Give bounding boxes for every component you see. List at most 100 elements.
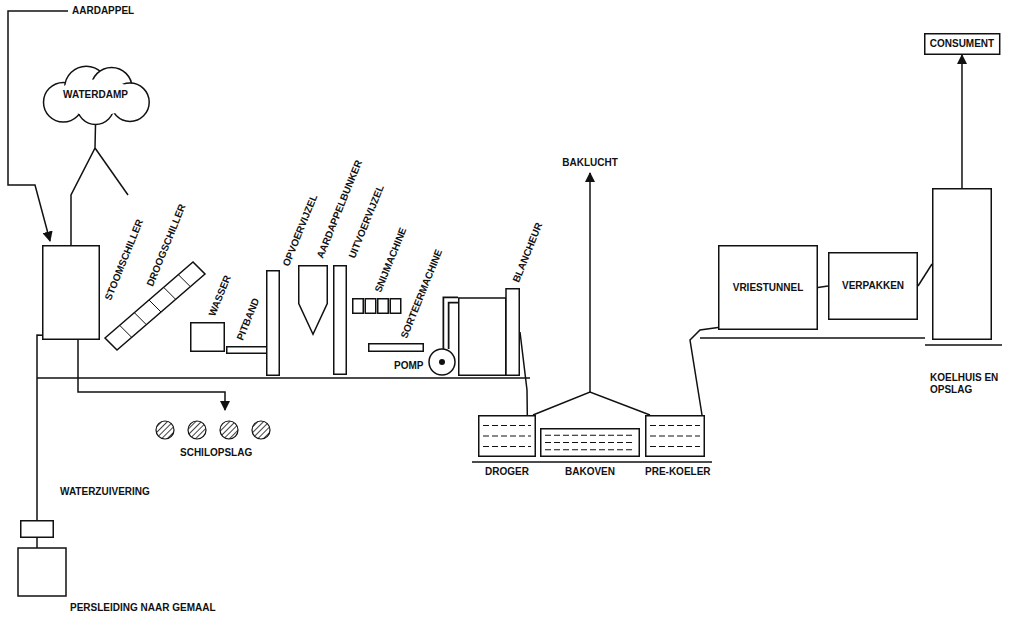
cutting-machine-outline [352, 298, 404, 314]
drum-rib [120, 325, 132, 337]
flow-line [37, 335, 42, 520]
steam-line [95, 148, 128, 195]
blancher: BLANCHEUR [458, 288, 520, 376]
cutter-unit [353, 299, 364, 314]
freezer-base [700, 337, 925, 339]
exhaust-label: BAKLUCHT [562, 157, 618, 169]
peel-storage-silo [156, 421, 174, 439]
pumping-box [18, 548, 66, 596]
blancher-tank [459, 298, 506, 375]
equipment-label: DROGER [478, 466, 536, 478]
equipment-outline [267, 271, 280, 376]
cloud-fill [54, 79, 137, 115]
liquid-level [545, 449, 635, 450]
tank-base [472, 461, 712, 463]
equipment-label: WASSER [206, 274, 233, 319]
discharge-screw: UITVOERVIJZEL [333, 265, 347, 375]
liquid-level [650, 436, 700, 437]
liquid-level [545, 435, 635, 436]
node-text: VRIESTUNNEL [733, 282, 804, 294]
hopper-outline [299, 266, 328, 335]
equipment-label: STOOMSCHILLER [102, 218, 146, 303]
outlet-label: PERSLEIDING NAAR GEMAAL [70, 602, 216, 614]
equipment-outline [369, 344, 424, 352]
equipment-label: UITVOERVIJZEL [346, 183, 386, 260]
pump-outline [428, 348, 456, 376]
drum-rib [149, 300, 161, 312]
node-text: VERPAKKEN [842, 280, 904, 292]
pump-body [429, 349, 455, 375]
storage-base [925, 344, 1002, 346]
baking-air-arrow [589, 173, 591, 392]
drum-rib [178, 275, 190, 287]
peel-storage-silo [188, 421, 206, 439]
equipment-label: PITBAND [234, 297, 262, 343]
node-text: CONSUMENT [930, 38, 994, 50]
equipment-label: KOELHUIS EN OPSLAG [930, 372, 1002, 396]
washer: WASSER [190, 322, 225, 352]
equipment-label: WATERZUIVERING [60, 486, 150, 498]
liquid-level [545, 442, 635, 443]
liquid-level [650, 425, 700, 426]
equipment-outline [829, 253, 918, 320]
cutter-unit [365, 299, 376, 314]
sorting-machine: SORTEERMACHINE [368, 343, 424, 352]
water-treatment: WATERZUIVERING [20, 520, 54, 538]
blancher-outline [458, 288, 520, 376]
flow-line [818, 286, 828, 288]
input-label: AARDAPPEL [72, 5, 134, 17]
flow-line [690, 327, 718, 415]
cutting-machine: SNIJMACHINE [352, 298, 404, 314]
fryer-outline [540, 428, 640, 457]
blancher-elevator [506, 289, 519, 376]
baking-air-line [533, 392, 650, 415]
equipment-outline [43, 246, 100, 340]
pump: POMP [428, 348, 456, 376]
liquid-level [650, 446, 700, 447]
inspection-belt-outline [226, 346, 270, 354]
steam-cloud: WATERDAMP [38, 65, 153, 125]
steam-peeler: STOOMSCHILLER [42, 245, 100, 340]
tank-outline [541, 429, 640, 457]
consumer-box: CONSUMENT [924, 33, 1000, 55]
washer-outline [190, 322, 225, 352]
equipment-label: PRE-KOELER [645, 466, 705, 478]
node-text: WATERDAMP [63, 89, 128, 101]
pump-pipe-inner [446, 300, 458, 349]
cold-store: KOELHUIS EN OPSLAG [932, 188, 992, 340]
cutter-unit [390, 299, 401, 314]
flow-line [961, 55, 963, 188]
equipment-outline [227, 347, 270, 354]
steam-peeler-outline [42, 245, 100, 340]
peel-storage-silo [220, 421, 238, 439]
tank-outline [479, 416, 536, 457]
liquid-level [483, 446, 531, 447]
storage-label: SCHILOPSLAG [180, 447, 252, 459]
sewer-pipe [36, 538, 38, 548]
equipment-outline [933, 189, 992, 340]
equipment-outline [719, 246, 818, 330]
freezing-tunnel: VRIESTUNNEL [718, 245, 818, 330]
liquid-level [483, 436, 531, 437]
liquid-level [483, 425, 531, 426]
pump-hub [439, 359, 445, 365]
potato-bunker-outline [298, 265, 328, 335]
water-treatment-outline [20, 520, 54, 538]
pump-pipe [446, 300, 458, 349]
equipment-label: BLANCHEUR [510, 221, 545, 284]
fryer: BAKOVEN [540, 428, 640, 457]
dryer: DROGER [478, 415, 536, 457]
cutter-unit [378, 299, 389, 314]
flow-line [918, 264, 932, 286]
feed-screw-outline [266, 270, 280, 376]
potato-feed-line [8, 11, 68, 241]
conveyor-base [37, 377, 530, 379]
pre-cooler: PRE-KOELER [645, 415, 705, 457]
pre-cooler-outline [645, 415, 705, 457]
inspection-belt: PITBAND [226, 346, 270, 354]
dryer-outline [478, 415, 536, 457]
equipment-label: SORTEERMACHINE [398, 248, 445, 341]
tank-outline [646, 416, 705, 457]
equipment-outline [334, 266, 347, 375]
peel-storage-silo [252, 421, 270, 439]
